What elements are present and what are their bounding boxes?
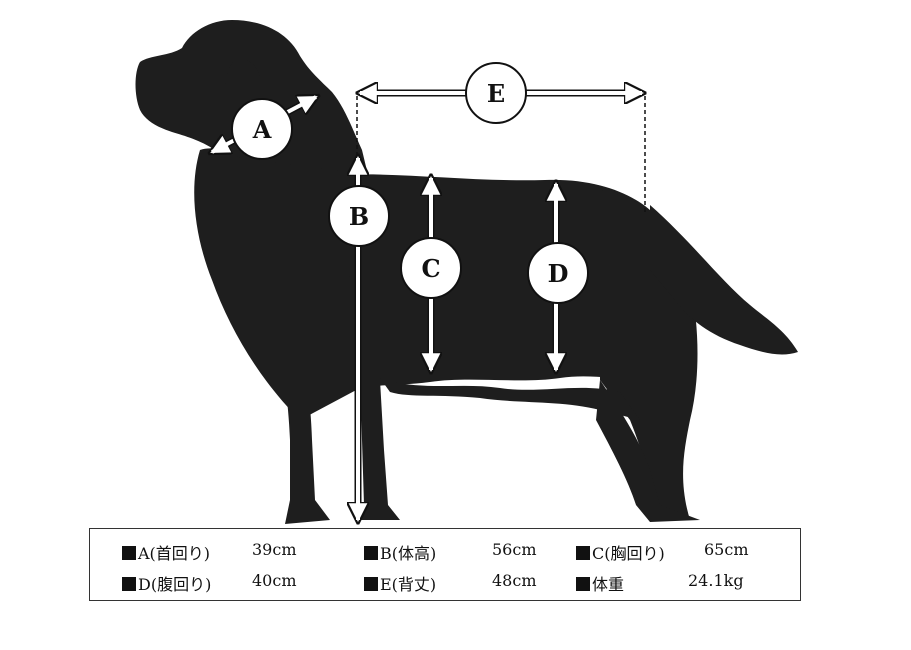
legend-item-weight: 体重 [576, 571, 624, 595]
legend-value-b: 56cm [492, 540, 537, 559]
svg-text:B: B [349, 202, 369, 231]
dog-measurement-diagram: A B C D E [135, 20, 798, 530]
marker-c: C [400, 237, 462, 299]
legend-item-a: A(首回り) [122, 540, 210, 564]
svg-text:A: A [252, 115, 272, 144]
legend-item-b: B(体高) [364, 540, 436, 564]
square-bullet-icon [576, 546, 590, 560]
svg-text:D: D [548, 259, 569, 288]
marker-a: A [231, 98, 293, 160]
marker-d: D [527, 242, 589, 304]
measurement-legend: A(首回り) 39cm B(体高) 56cm C(胸回り) 65cm D(腹回り… [89, 528, 801, 601]
legend-item-e: E(背丈) [364, 571, 436, 595]
legend-value-weight: 24.1kg [688, 571, 744, 590]
marker-b: B [328, 185, 390, 247]
legend-value-d: 40cm [252, 571, 297, 590]
square-bullet-icon [576, 577, 590, 591]
svg-text:E: E [487, 79, 505, 108]
square-bullet-icon [364, 546, 378, 560]
square-bullet-icon [122, 546, 136, 560]
marker-e: E [465, 62, 527, 124]
legend-value-c: 65cm [704, 540, 749, 559]
square-bullet-icon [364, 577, 378, 591]
legend-item-d: D(腹回り) [122, 571, 211, 595]
square-bullet-icon [122, 577, 136, 591]
svg-text:C: C [421, 254, 440, 283]
legend-item-c: C(胸回り) [576, 540, 665, 564]
legend-value-a: 39cm [252, 540, 297, 559]
legend-value-e: 48cm [492, 571, 537, 590]
